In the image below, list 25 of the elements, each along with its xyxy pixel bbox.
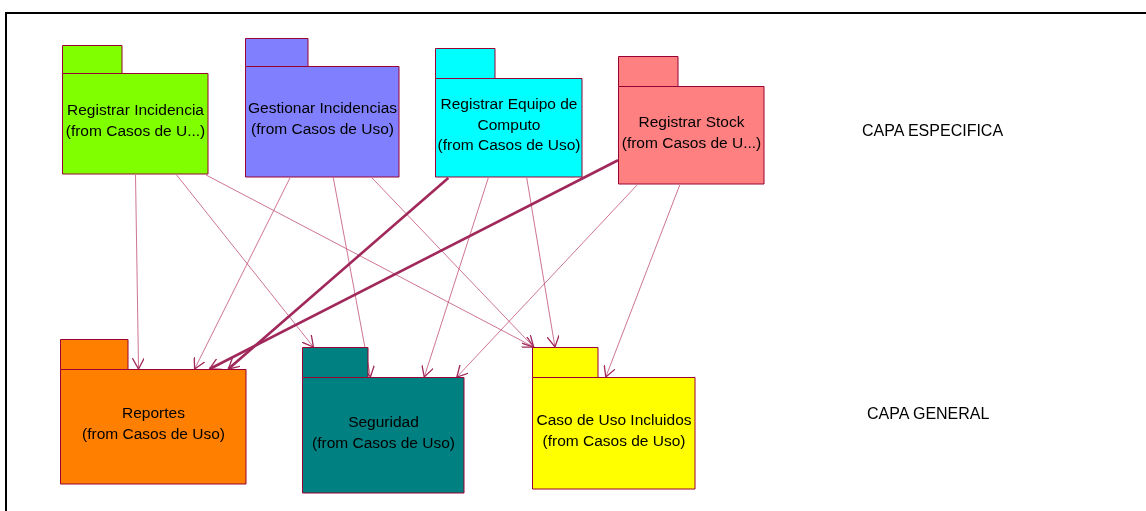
package-shape [62, 45, 209, 175]
layer-label: CAPA GENERAL [867, 405, 990, 423]
package-shape [532, 347, 696, 490]
package-shape [618, 56, 765, 185]
package-name: Registrar Stock [638, 111, 745, 132]
package-shape [245, 38, 400, 178]
package-shape [302, 347, 465, 494]
package-shape [435, 48, 583, 178]
package-name: Seguridad [348, 411, 419, 432]
package-origin: (from Casos de U...) [621, 132, 762, 153]
package-origin: (from Casos de Uso) [542, 430, 686, 451]
package-origin: (from Casos de Uso) [437, 135, 581, 156]
package-name: Registrar Equipo de Computo [439, 93, 579, 135]
package-origin: (from Casos de Uso) [251, 119, 394, 139]
package-name: Reportes [122, 403, 185, 424]
package-name: Caso de Uso Incluidos [536, 409, 692, 430]
package-name: Gestionar Incidencias [247, 98, 398, 119]
dependency-arrow [208, 159, 619, 371]
package-shape [60, 339, 247, 485]
package-origin: (from Casos de Uso) [82, 424, 225, 444]
package-name: Registrar Incidencia [67, 100, 204, 121]
package-origin: (from Casos de Uso) [312, 432, 455, 453]
dependency-arrow [227, 177, 450, 370]
package-origin: (from Casos de U...) [65, 121, 206, 141]
layer-label: CAPA ESPECIFICA [862, 122, 1004, 140]
